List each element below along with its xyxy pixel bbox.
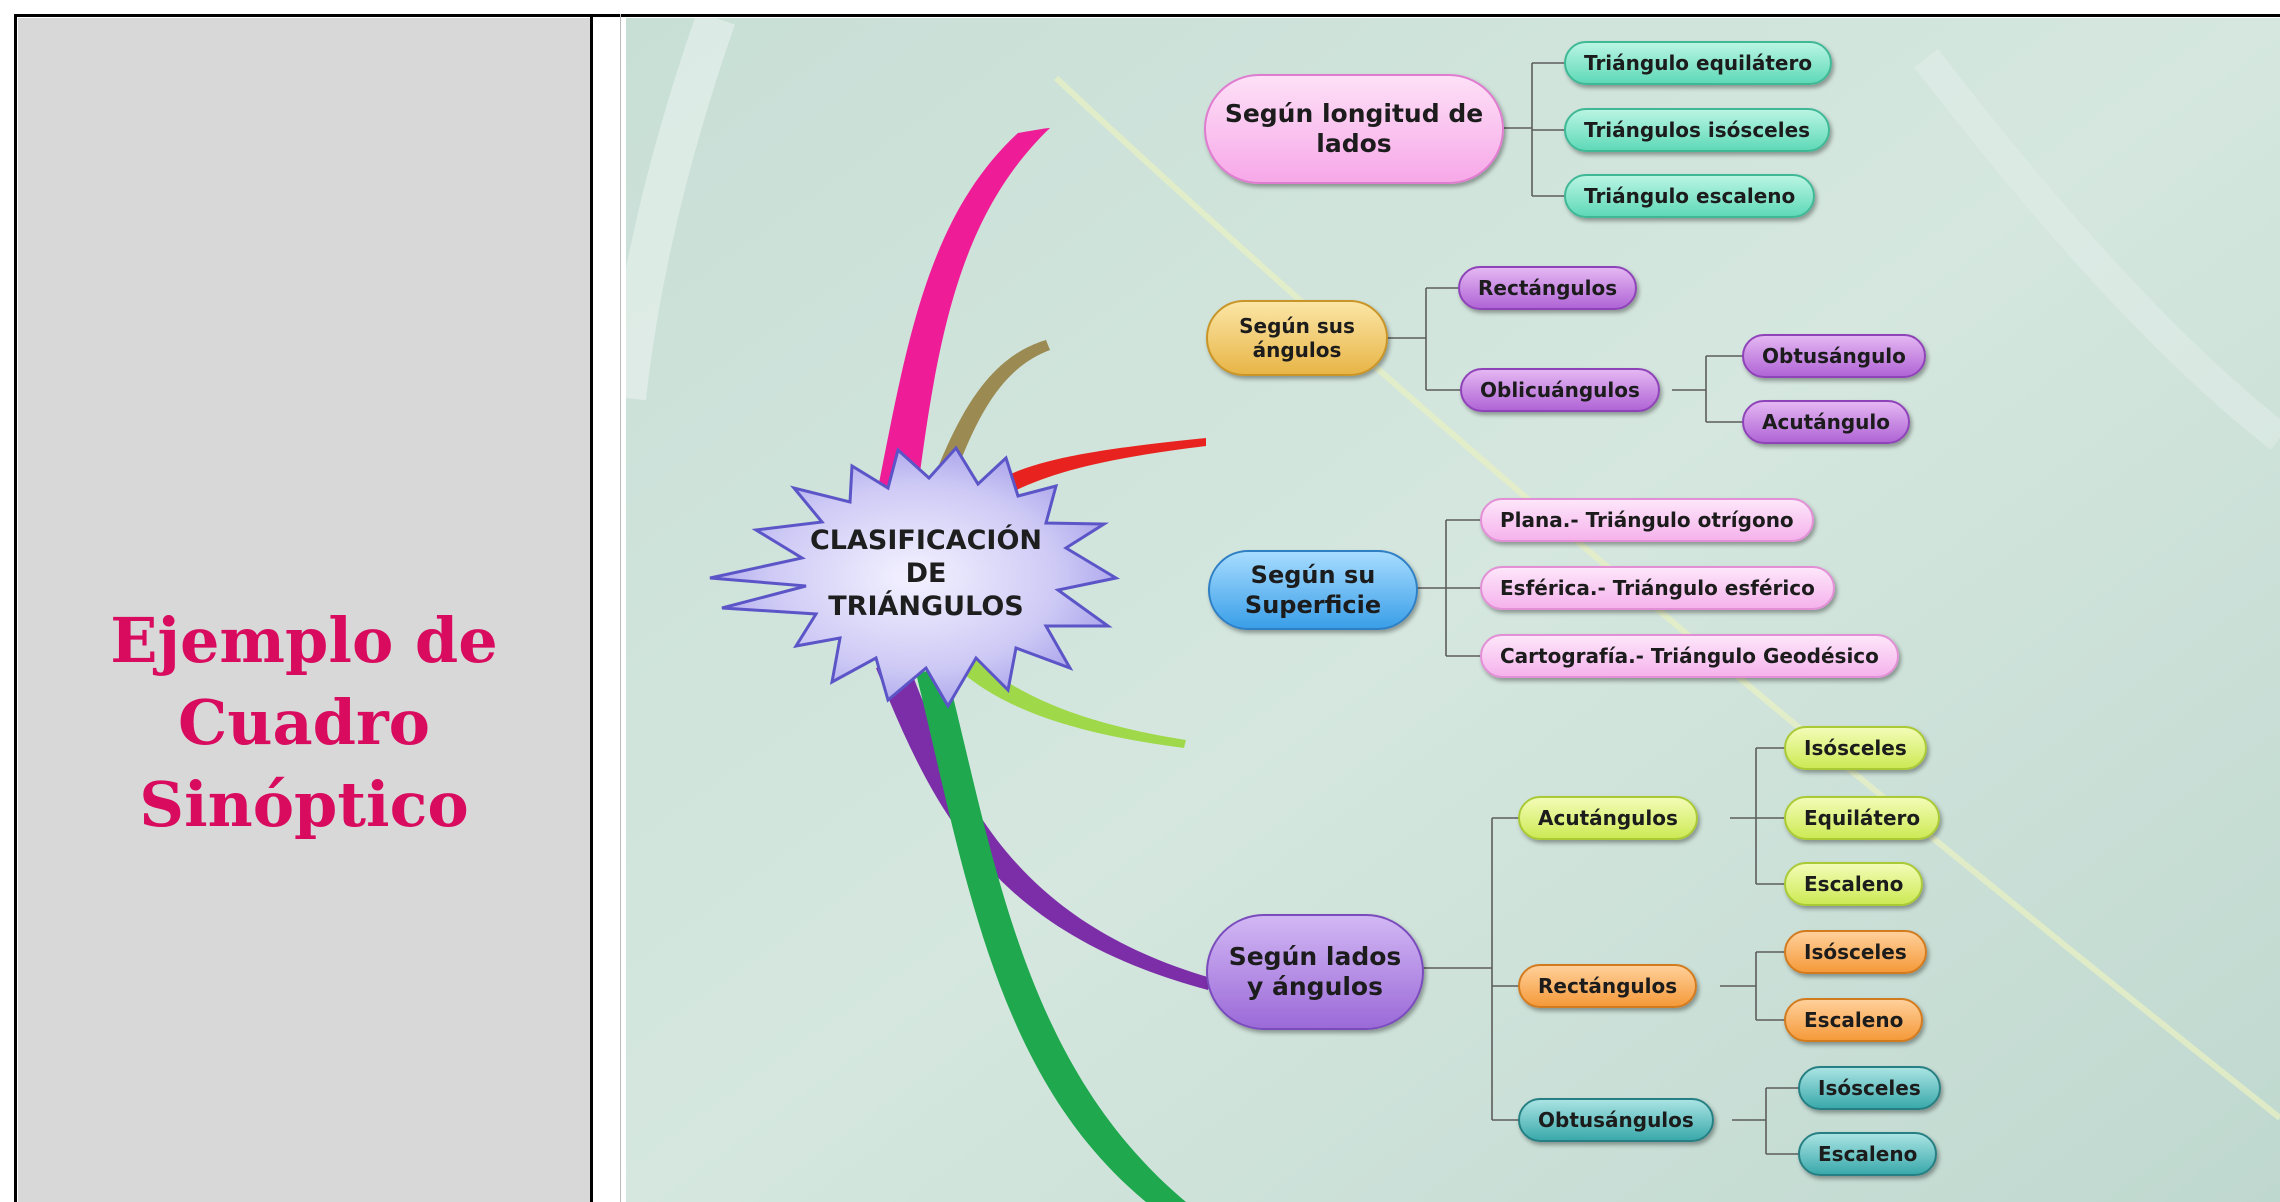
- node-esferica: Esférica.- Triángulo esférico: [1480, 566, 1835, 610]
- node-segun-lados-angulos: Según lados y ángulos: [1206, 914, 1424, 1030]
- cell-title: Ejemplo de Cuadro Sinóptico: [18, 600, 590, 846]
- center-label: CLASIFICACIÓN DE TRIÁNGULOS: [756, 524, 1096, 623]
- bg-streak-2: [626, 18, 735, 401]
- left-cell: [18, 18, 590, 1202]
- table-top-border: [14, 14, 2280, 17]
- connectors: [1386, 62, 1800, 1155]
- node-obt-isosceles: Isósceles: [1798, 1066, 1941, 1110]
- branch-green: [916, 668, 1186, 1202]
- center-label-line-2: DE: [905, 558, 947, 589]
- bg-streak-1: [1053, 75, 2280, 1121]
- node-triangulo-equilatero: Triángulo equilátero: [1564, 41, 1833, 85]
- table-left-border: [14, 14, 17, 1202]
- mind-map: CLASIFICACIÓN DE TRIÁNGULOS Según longit…: [626, 18, 2280, 1202]
- node-rect-escaleno: Escaleno: [1784, 998, 1924, 1042]
- branch-purple: [876, 658, 1211, 990]
- node-acut-equilatero: Equilátero: [1784, 796, 1941, 840]
- node-segun-superficie: Según su Superficie: [1208, 550, 1418, 630]
- center-label-line-3: TRIÁNGULOS: [828, 591, 1024, 622]
- node-oblicuangulos: Oblicuángulos: [1460, 368, 1660, 412]
- node-triangulo-escaleno: Triángulo escaleno: [1564, 174, 1816, 218]
- cell-title-line-2: Cuadro: [178, 686, 430, 759]
- branch-red: [966, 438, 1206, 512]
- node-acut-isosceles: Isósceles: [1784, 726, 1927, 770]
- cell-title-line-1: Ejemplo de: [110, 604, 498, 677]
- table-divider: [590, 14, 593, 1202]
- node-obt-escaleno: Escaleno: [1798, 1132, 1938, 1176]
- node-rectangulos-lados: Rectángulos: [1518, 964, 1698, 1008]
- mind-map-graphics: [626, 18, 2280, 1202]
- node-segun-longitud: Según longitud de lados: [1204, 74, 1504, 184]
- node-obtusangulos: Obtusángulos: [1518, 1098, 1714, 1142]
- bg-streak-3: [1914, 48, 2280, 450]
- node-acutangulos: Acutángulos: [1518, 796, 1698, 840]
- center-starburst: [709, 445, 1121, 709]
- node-acutangulo: Acutángulo: [1742, 400, 1911, 444]
- node-plana: Plana.- Triángulo otrígono: [1480, 498, 1814, 542]
- node-cartografia: Cartografía.- Triángulo Geodésico: [1480, 634, 1899, 678]
- node-triangulos-isosceles: Triángulos isósceles: [1564, 108, 1831, 152]
- node-segun-angulos: Según sus ángulos: [1206, 300, 1388, 376]
- node-obtusangulo: Obtusángulo: [1742, 334, 1926, 378]
- node-rect-isosceles: Isósceles: [1784, 930, 1927, 974]
- branch-lightgreen: [946, 643, 1186, 748]
- node-rectangulos-angulos: Rectángulos: [1458, 266, 1638, 310]
- center-label-line-1: CLASIFICACIÓN: [809, 525, 1043, 556]
- cell-title-line-3: Sinóptico: [139, 768, 469, 841]
- node-acut-escaleno: Escaleno: [1784, 862, 1924, 906]
- table-inner-divider: [620, 14, 621, 1202]
- branch-pink: [876, 128, 1050, 503]
